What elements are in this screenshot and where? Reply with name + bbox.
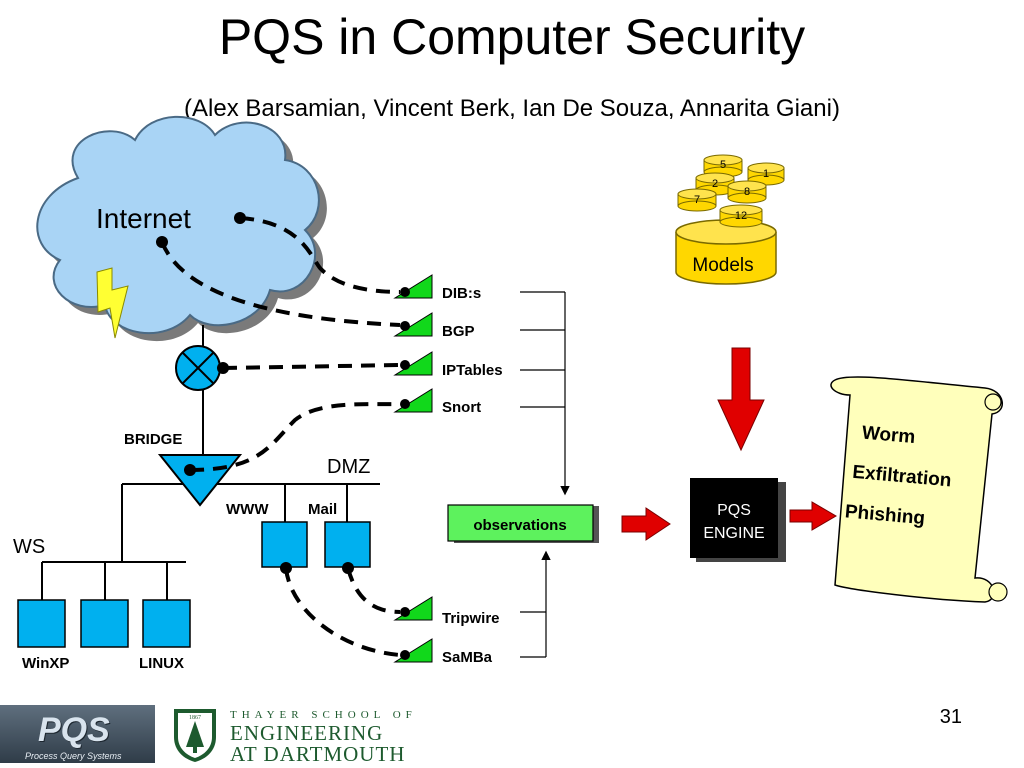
dartmouth-seal-icon: 1867 xyxy=(174,709,216,762)
model-id: 8 xyxy=(744,186,750,198)
sensor-label: Snort xyxy=(442,399,481,416)
school-line3: AT DARTMOUTH xyxy=(230,742,406,766)
model-id: 7 xyxy=(694,194,700,206)
models-database-icon xyxy=(675,154,785,285)
www-server-icon xyxy=(261,521,308,568)
workstation-icon xyxy=(17,599,66,648)
pqs-logo-text: PQS xyxy=(38,711,110,749)
workstation-icon xyxy=(142,599,191,648)
www-label: WWW xyxy=(226,501,269,518)
threat-label: Worm xyxy=(861,423,916,449)
observations-label: observations xyxy=(473,517,566,534)
seal-year: 1867 xyxy=(189,715,201,721)
pqs-logo: PQS Process Query Systems xyxy=(0,705,155,763)
sensor-link-endpoints xyxy=(156,212,354,574)
sensor-iptables-icon xyxy=(393,351,433,376)
observation-bracket xyxy=(520,291,570,658)
sensor-tripwire-icon xyxy=(393,596,433,621)
router-icon xyxy=(175,345,221,391)
sensor-label: BGP xyxy=(442,323,475,340)
ws-label: WS xyxy=(13,536,45,558)
bridge-icon xyxy=(157,454,243,507)
arrow-right-icon xyxy=(789,501,837,531)
sensor-snort-icon xyxy=(393,388,433,413)
sensor-label: DIB:s xyxy=(442,285,481,302)
bridge-label: BRIDGE xyxy=(124,431,182,448)
sensor-label: SaMBa xyxy=(442,649,493,666)
sensor-bgp-icon xyxy=(393,312,433,337)
slide-title: PQS in Computer Security xyxy=(218,9,806,65)
mail-label: Mail xyxy=(308,501,337,518)
sensor-dib-icon xyxy=(393,274,433,299)
workstation-icon xyxy=(80,599,129,648)
model-id: 2 xyxy=(712,178,718,190)
sensor-links xyxy=(160,216,401,657)
sensor-label: Tripwire xyxy=(442,610,500,627)
scroll-icon xyxy=(830,376,1008,603)
winxp-label: WinXP xyxy=(22,655,69,672)
mail-server-icon xyxy=(324,521,371,568)
models-label: Models xyxy=(692,255,753,276)
model-id: 1 xyxy=(763,168,769,180)
pqs-engine-box xyxy=(690,478,778,558)
slide-subtitle: (Alex Barsamian, Vincent Berk, Ian De So… xyxy=(184,95,840,122)
sensor-label: IPTables xyxy=(442,362,503,379)
linux-label: LINUX xyxy=(139,655,184,672)
engine-label-line1: PQS xyxy=(717,502,751,519)
model-id: 5 xyxy=(720,159,726,171)
arrow-down-icon xyxy=(717,347,765,452)
arrow-right-icon xyxy=(621,507,671,541)
dmz-label: DMZ xyxy=(327,456,370,478)
lightning-icon xyxy=(96,267,129,339)
internet-label: Internet xyxy=(96,203,191,234)
school-line2: ENGINEERING xyxy=(230,721,384,745)
pqs-logo-subtitle: Process Query Systems xyxy=(25,751,122,761)
page-number: 31 xyxy=(939,706,962,728)
school-line1: THAYER SCHOOL OF xyxy=(230,709,417,721)
network-lines xyxy=(41,325,380,600)
engine-label-line2: ENGINE xyxy=(703,525,764,542)
sensor-samba-icon xyxy=(393,638,433,663)
observations-box xyxy=(447,504,594,542)
dartmouth-logo: 1867 THAYER SCHOOL OF ENGINEERING AT DAR… xyxy=(170,707,430,766)
model-id: 12 xyxy=(735,210,747,222)
